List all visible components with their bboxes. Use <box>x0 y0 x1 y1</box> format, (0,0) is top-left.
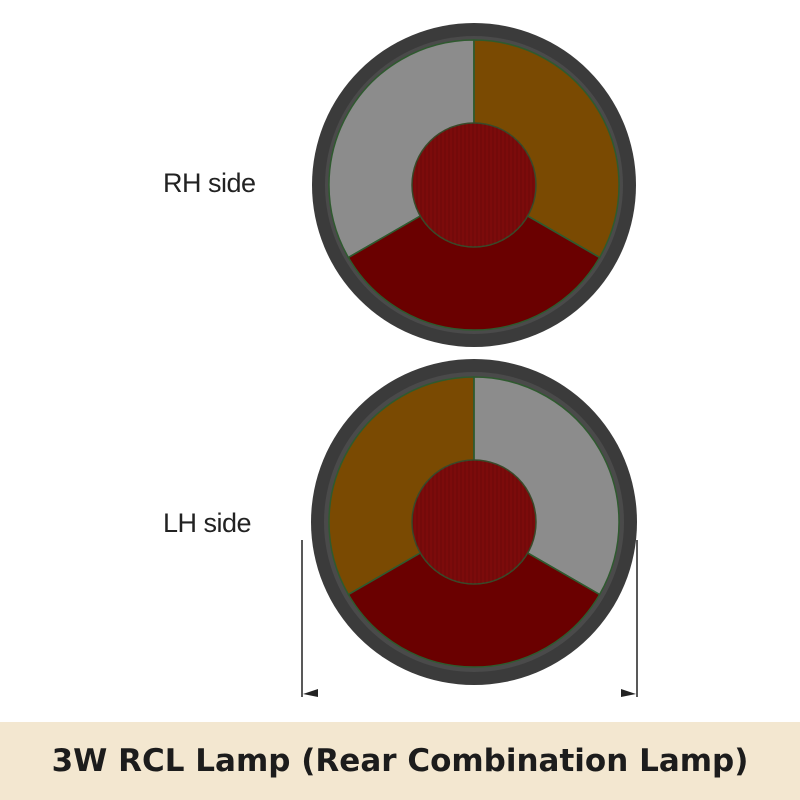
dimension-arrow-left-icon <box>303 689 318 697</box>
caption-title: 3W RCL Lamp (Rear Combination Lamp) <box>51 743 749 779</box>
rh-side-label: RH side <box>163 168 256 198</box>
diameter-dimension <box>301 540 638 697</box>
lh-lamp <box>311 359 637 685</box>
rh-red-segment <box>347 184 601 331</box>
lh-red-segment <box>347 521 601 668</box>
dimension-arrow-right-icon <box>621 689 636 697</box>
caption-bar: 3W RCL Lamp (Rear Combination Lamp) <box>0 722 800 800</box>
lh-side-label: LH side <box>163 508 252 538</box>
rh-lamp <box>312 23 636 347</box>
